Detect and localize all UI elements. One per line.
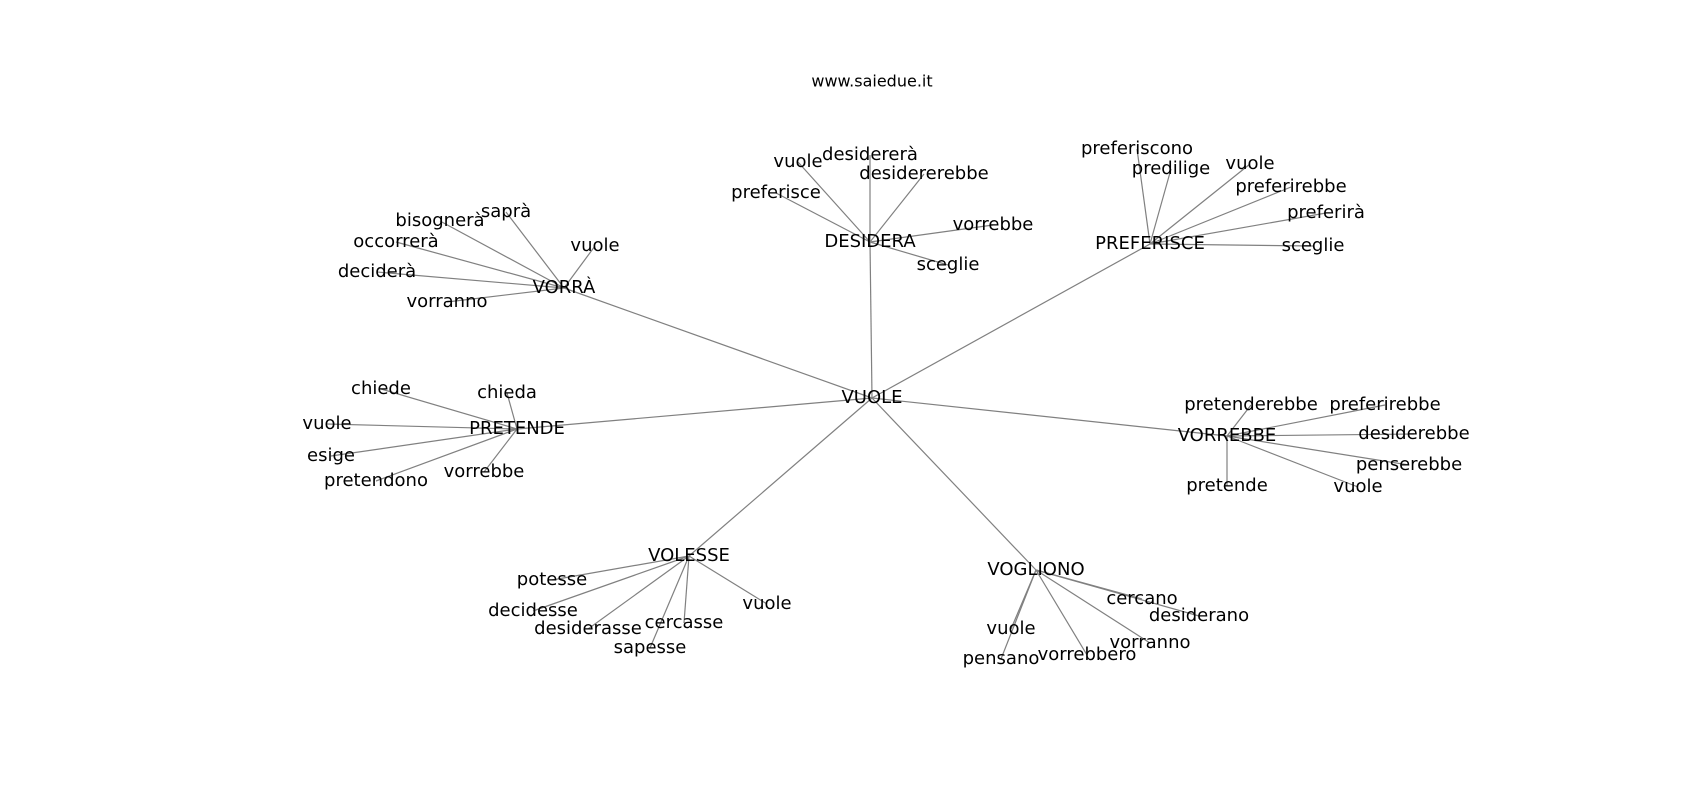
edge-vorrebbe-leaf-2 [1226, 433, 1415, 437]
edge-preferisce-leaf-3 [1149, 186, 1292, 245]
edge-desidera-leaf-0 [797, 161, 871, 243]
edge-desidera-leaf-4 [869, 224, 994, 243]
leaf-node-label: decidesse [488, 600, 578, 621]
leaf-node-label: chieda [477, 382, 537, 403]
edge-volesse-leaf-1 [532, 555, 690, 612]
edge-desidera-leaf-5 [869, 241, 949, 266]
leaf-node-label: occorrerà [353, 231, 438, 252]
edge-desidera-leaf-3 [775, 192, 871, 243]
edge-vorra-leaf-1 [439, 220, 565, 289]
leaf-node-label: vuole [302, 413, 351, 434]
edge-vorrebbe-leaf-3 [1226, 435, 1410, 466]
cluster-node-label: DESIDERA [824, 231, 916, 252]
edge-vogliono-leaf-1 [1035, 569, 1200, 617]
edge-vorra-leaf-0 [505, 211, 565, 289]
edge-center-vogliono [871, 397, 1037, 571]
leaf-node-label: vorrebbe [444, 461, 525, 482]
edge-center-pretende [516, 397, 873, 430]
leaf-node-label: pretendono [324, 470, 428, 491]
edge-vogliono-leaf-3 [1035, 569, 1088, 656]
edge-vogliono-leaf-5 [1000, 569, 1037, 660]
leaf-node-label: sceglie [1282, 235, 1345, 256]
edge-pretende-leaf-2 [326, 423, 518, 430]
edge-desidera-leaf-2 [869, 173, 925, 243]
leaf-node-label: predilige [1132, 158, 1210, 179]
leaf-node-label: saprà [481, 201, 531, 222]
cluster-node-label: PREFERISCE [1095, 233, 1205, 254]
leaf-node-label: vuole [1333, 476, 1382, 497]
edge-pretende-leaf-1 [506, 392, 518, 430]
edge-vogliono-leaf-2 [1035, 569, 1151, 644]
edge-vorrebbe-leaf-1 [1226, 404, 1386, 437]
edge-preferisce-leaf-1 [1149, 168, 1172, 245]
leaf-node-label: desidererebbe [859, 163, 988, 184]
edge-center-desidera [869, 241, 873, 399]
cluster-node-label: VOLESSE [648, 545, 730, 566]
leaf-node-label: desiderebbe [1358, 423, 1469, 444]
leaf-node-label: preferisce [731, 182, 821, 203]
leaf-node-label: preferirebbe [1329, 394, 1440, 415]
leaf-node-label: vuole [773, 151, 822, 172]
edge-volesse-leaf-4 [649, 555, 690, 649]
cluster-node-label: VORRÀ [533, 276, 596, 298]
leaf-node-label: vorranno [406, 291, 487, 312]
edge-center-vorra [563, 287, 873, 399]
edge-center-volesse [688, 397, 873, 557]
edge-vorra-leaf-4 [376, 271, 565, 289]
leaf-node-label: vorrebbe [953, 214, 1034, 235]
center-node-label: VUOLE [841, 387, 902, 408]
leaf-node-label: vuole [742, 593, 791, 614]
leaf-node-label: vuole [570, 235, 619, 256]
edge-preferisce-leaf-5 [1149, 243, 1314, 247]
edge-preferisce-leaf-2 [1149, 163, 1251, 245]
leaf-node-label: pretenderebbe [1184, 394, 1318, 415]
leaf-node-label: vuole [986, 618, 1035, 639]
cluster-node-label: VOGLIONO [987, 559, 1084, 580]
edge-pretende-leaf-5 [483, 428, 518, 473]
edge-vorra-leaf-5 [446, 287, 565, 303]
edge-volesse-leaf-5 [688, 555, 768, 605]
leaf-node-label: chiede [351, 378, 411, 399]
leaf-node-label: desiderano [1149, 605, 1249, 626]
edge-preferisce-leaf-0 [1136, 148, 1151, 245]
leaf-node-label: sapesse [614, 637, 687, 658]
cluster-node-label: PRETENDE [469, 418, 565, 439]
edge-volesse-leaf-2 [587, 555, 690, 630]
leaf-node-label: pretende [1186, 475, 1268, 496]
edge-preferisce-leaf-4 [1149, 212, 1327, 245]
leaf-node-label: vorranno [1109, 632, 1190, 653]
edge-center-preferisce [871, 243, 1151, 399]
edge-pretende-leaf-0 [380, 388, 518, 430]
edge-vorrebbe-leaf-4 [1226, 435, 1359, 488]
leaf-node-label: vuole [1225, 153, 1274, 174]
leaf-node-label: preferirà [1287, 202, 1365, 223]
leaf-node-label: deciderà [338, 261, 416, 282]
leaf-node-label: cercasse [645, 612, 724, 633]
leaf-node-label: vorrebbero [1038, 644, 1137, 665]
edge-vorra-leaf-2 [395, 241, 565, 289]
leaf-node-label: desiderasse [534, 618, 642, 639]
cluster-node-label: VORREBBE [1178, 425, 1277, 446]
edge-pretende-leaf-3 [330, 428, 518, 457]
leaf-node-label: cercano [1106, 588, 1177, 609]
edge-volesse-leaf-0 [551, 555, 690, 581]
site-url-title: www.saiedue.it [811, 72, 932, 91]
leaf-node-label: preferirebbe [1235, 176, 1346, 197]
edge-pretende-leaf-4 [375, 428, 518, 482]
leaf-node-label: sceglie [917, 254, 980, 275]
leaf-node-label: desidererà [822, 144, 918, 165]
edges-layer [326, 148, 1415, 660]
leaf-node-label: penserebbe [1356, 454, 1462, 475]
edge-center-vorrebbe [871, 397, 1228, 437]
edge-volesse-leaf-3 [683, 555, 690, 624]
edge-vorrebbe-leaf-0 [1226, 404, 1252, 437]
leaf-node-label: bisognerà [395, 210, 484, 231]
leaf-node-label: esige [307, 445, 355, 466]
edge-vorra-leaf-3 [563, 245, 596, 289]
leaf-node-label: pensano [963, 648, 1040, 669]
leaf-node-label: preferiscono [1081, 138, 1193, 159]
leaf-node-label: potesse [517, 569, 587, 590]
